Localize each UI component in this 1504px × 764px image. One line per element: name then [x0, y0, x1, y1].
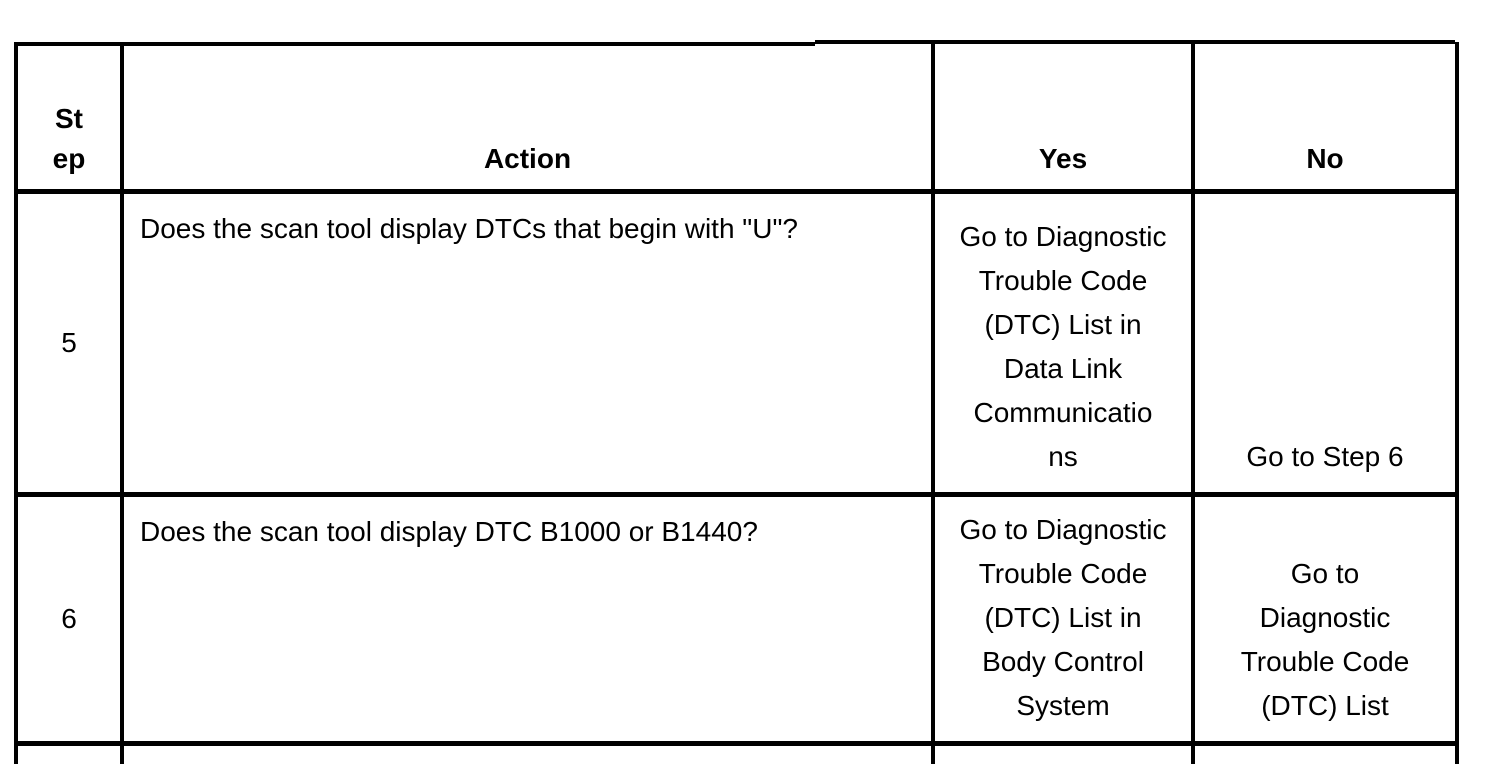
header-action: Action	[120, 42, 935, 194]
header-yes: Yes	[931, 42, 1195, 194]
action-text-empty	[120, 741, 935, 764]
step-number-empty	[14, 741, 124, 764]
table-row: 6 Does the scan tool display DTC B1000 o…	[14, 492, 1459, 746]
yes-outcome: Go to Diagnostic Trouble Code (DTC) List…	[931, 492, 1195, 746]
diagnostic-step-table: St ep Action Yes No 5 Does the scan tool…	[14, 42, 1459, 764]
table-row-partial	[14, 741, 1459, 764]
table-row: 5 Does the scan tool display DTCs that b…	[14, 189, 1459, 497]
yes-outcome: Go to Diagnostic Trouble Code (DTC) List…	[931, 189, 1195, 497]
action-text: Does the scan tool display DTCs that beg…	[120, 189, 935, 497]
table-top-border-line-left	[14, 42, 815, 46]
header-no: No	[1191, 42, 1459, 194]
action-text: Does the scan tool display DTC B1000 or …	[120, 492, 935, 746]
yes-outcome-empty	[931, 741, 1195, 764]
table-top-border-line-right	[815, 40, 1455, 44]
header-step: St ep	[14, 42, 124, 194]
no-outcome-empty	[1191, 741, 1459, 764]
no-outcome: Go to Diagnostic Trouble Code (DTC) List	[1191, 492, 1459, 746]
step-number: 6	[14, 492, 124, 746]
table-header-row: St ep Action Yes No	[14, 42, 1459, 194]
step-number: 5	[14, 189, 124, 497]
no-outcome: Go to Step 6	[1191, 189, 1459, 497]
